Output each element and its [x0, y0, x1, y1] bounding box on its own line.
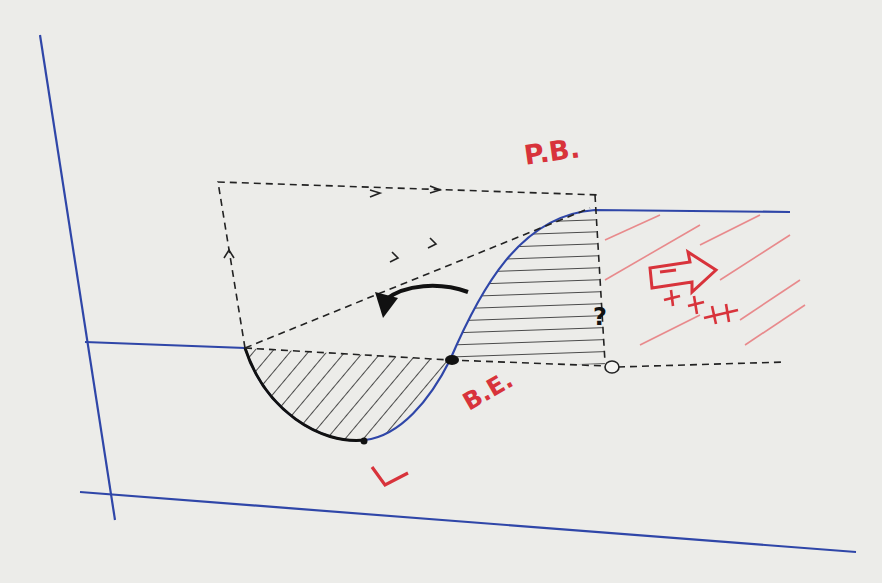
upside-arrow — [650, 252, 716, 292]
dashed-guides — [218, 182, 785, 367]
loss-curve-highlight — [245, 348, 365, 440]
open-point — [605, 361, 619, 373]
shift-arrowhead — [375, 292, 398, 318]
check-mark — [372, 467, 408, 485]
loss-area — [245, 348, 450, 440]
x-axis — [80, 492, 856, 552]
red-hatching — [605, 215, 805, 345]
plus-marks — [664, 290, 738, 324]
break-even-point — [445, 355, 459, 365]
annotation-label: ? — [593, 303, 607, 331]
dashed-arrowheads — [224, 186, 440, 262]
y-axis — [40, 35, 115, 520]
value-curve — [85, 210, 790, 440]
minimum-point — [361, 438, 368, 445]
